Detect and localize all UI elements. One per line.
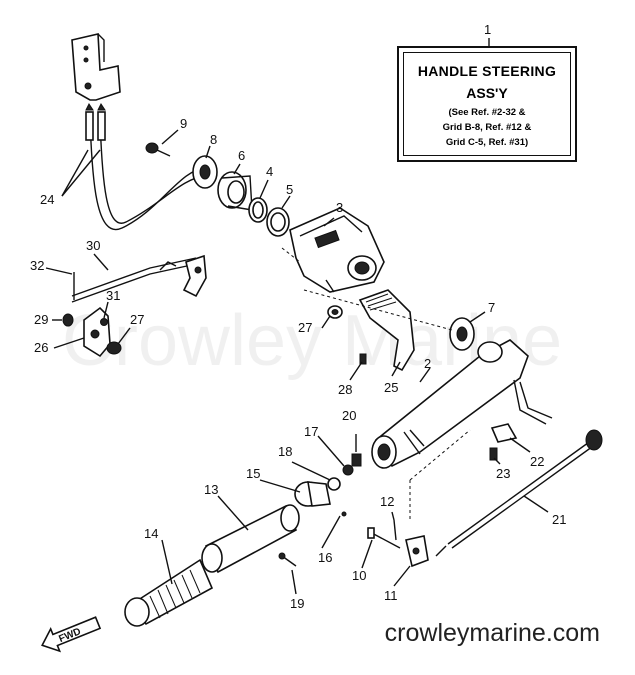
callout-32: 32 [30,258,44,273]
callout-28: 28 [338,382,352,397]
reference-note-2: Grid B-8, Ref. #12 & [442,122,532,133]
part-26-lever [62,306,122,358]
callout-5: 5 [286,182,293,197]
callout-21: 21 [552,512,566,527]
callout-numbers: 1 2 3 4 5 6 7 8 9 10 11 12 13 14 15 16 1… [30,22,566,611]
callout-15: 15 [246,466,260,481]
callout-14: 14 [144,526,158,541]
part-6-collar [217,171,253,211]
callout-18: 18 [278,444,292,459]
callout-16: 16 [318,550,332,565]
callout-13: 13 [204,482,218,497]
callout-6: 6 [238,148,245,163]
callout-3: 3 [336,200,343,215]
alignment-lines [281,247,471,520]
callout-8: 8 [210,132,217,147]
part-25-bracket [358,289,415,372]
callout-12: 12 [380,494,394,509]
callout-17: 17 [304,424,318,439]
callout-23: 23 [496,466,510,481]
part-2-steering-arm [371,339,553,469]
site-url: crowleymarine.com [384,619,600,647]
part-23-screw [489,447,498,461]
callout-19: 19 [290,596,304,611]
part-30-link-rod [71,254,207,303]
callout-24: 24 [40,192,54,207]
assembly-title: HANDLE STEERING [417,63,557,79]
callout-4: 4 [266,164,273,179]
part-14-grip [124,558,214,627]
part-12-spring [393,519,397,541]
callout-22: 22 [530,454,544,469]
callout-1: 1 [484,22,491,37]
part-7-washer [449,317,475,351]
callout-27a: 27 [130,312,144,327]
part-17-washer [342,464,354,476]
part-5-ring [266,207,290,237]
part-8-plate [192,155,218,189]
part-11-block [405,535,429,568]
callout-9: 9 [180,116,187,131]
callout-30: 30 [86,238,100,253]
cable-bracket [71,33,121,101]
part-27-washer [327,305,343,319]
leader-lines [45,38,549,595]
callout-29: 29 [34,312,48,327]
callout-11: 11 [384,588,398,603]
throttle-cable [85,103,206,231]
part-3-housing [289,207,385,293]
title-box: HANDLE STEERING ASS'Y (See Ref. #2-32 & … [397,46,577,162]
part-4-spring [248,197,268,223]
callout-10: 10 [352,568,366,583]
callout-31: 31 [106,288,120,303]
part-19-screw [278,552,297,567]
callout-7: 7 [488,300,495,315]
part-20-nut [351,453,362,467]
assembly-subtitle: ASS'Y [466,85,508,101]
part-18-nut [327,477,341,491]
part-16-pin [341,511,347,517]
callout-27b: 27 [298,320,312,335]
callout-26: 26 [34,340,48,355]
callout-25: 25 [384,380,398,395]
part-15-collar [294,481,331,507]
part-28-screw [359,353,367,365]
part-22-clip [490,423,518,443]
part-10-pin [367,527,401,549]
reference-note-1: (See Ref. #2-32 & [448,107,526,118]
part-21-shaft [435,429,603,557]
bolt-9 [145,142,171,157]
callout-20: 20 [342,408,356,423]
part-13-throttle-tube [201,504,300,574]
reference-note-3: Grid C-5, Ref. #31) [445,137,529,148]
callout-2: 2 [424,356,431,371]
